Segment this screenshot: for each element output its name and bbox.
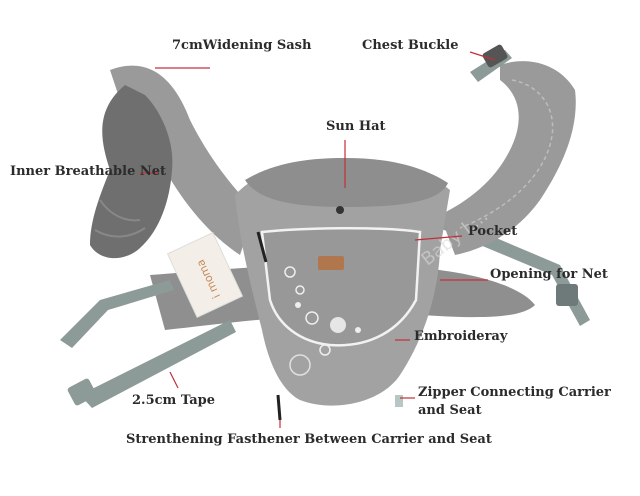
leader-pocket: [414, 235, 463, 241]
left-inner-net: [90, 85, 173, 259]
embroidery-circle: [319, 344, 331, 356]
chest-buckle: [482, 44, 508, 68]
embroidery-circle: [289, 354, 311, 376]
seat-zipper: [276, 394, 282, 421]
left-buckle-strap: [60, 280, 174, 348]
tape-end-buckle: [67, 378, 97, 406]
embroidery-circle: [330, 317, 346, 333]
embroidery-circle: [295, 285, 305, 295]
label-chest-buckle: Chest Buckle: [362, 38, 459, 53]
right-side-buckle: [556, 284, 578, 306]
label-fastener: Strenthening Fasthener Between Carrier a…: [126, 432, 492, 447]
label-sun-hat: Sun Hat: [326, 119, 386, 134]
label-zipper: Zipper Connecting Carrier and Seat: [418, 385, 611, 418]
right-shoulder-sash: [440, 61, 576, 255]
right-sash-stitch: [459, 79, 554, 229]
label-pocket: Pocket: [468, 224, 518, 239]
leader-lines: [140, 51, 496, 428]
label-embroidery: Embroideray: [414, 329, 508, 344]
pocket-zipper: [256, 231, 268, 263]
pocket-piping: [260, 226, 422, 347]
leader-tape: [169, 371, 179, 389]
left-waist-tape: [80, 320, 236, 408]
label-inner-net: Inner Breathable Net: [10, 164, 167, 179]
label-widening-sash: 7cmWidening Sash: [172, 38, 312, 53]
label-tape: 2.5cm Tape: [132, 393, 216, 408]
embroidery-circle: [295, 302, 301, 308]
label-opening-net: Opening for Net: [490, 267, 608, 282]
left-net-texture: [94, 199, 146, 238]
front-pocket: [262, 228, 420, 346]
brand-hang-tag: i moma: [166, 232, 244, 318]
seat-fastener: [395, 395, 403, 407]
embroidery-circle: [284, 266, 296, 278]
embroidery-circle: [355, 327, 361, 333]
embroidery-circle: [305, 311, 319, 325]
hood-snap: [336, 206, 344, 214]
sun-hat: [245, 158, 448, 207]
brand-label-patch: [318, 256, 344, 270]
leader-chest-buckle: [469, 51, 496, 61]
